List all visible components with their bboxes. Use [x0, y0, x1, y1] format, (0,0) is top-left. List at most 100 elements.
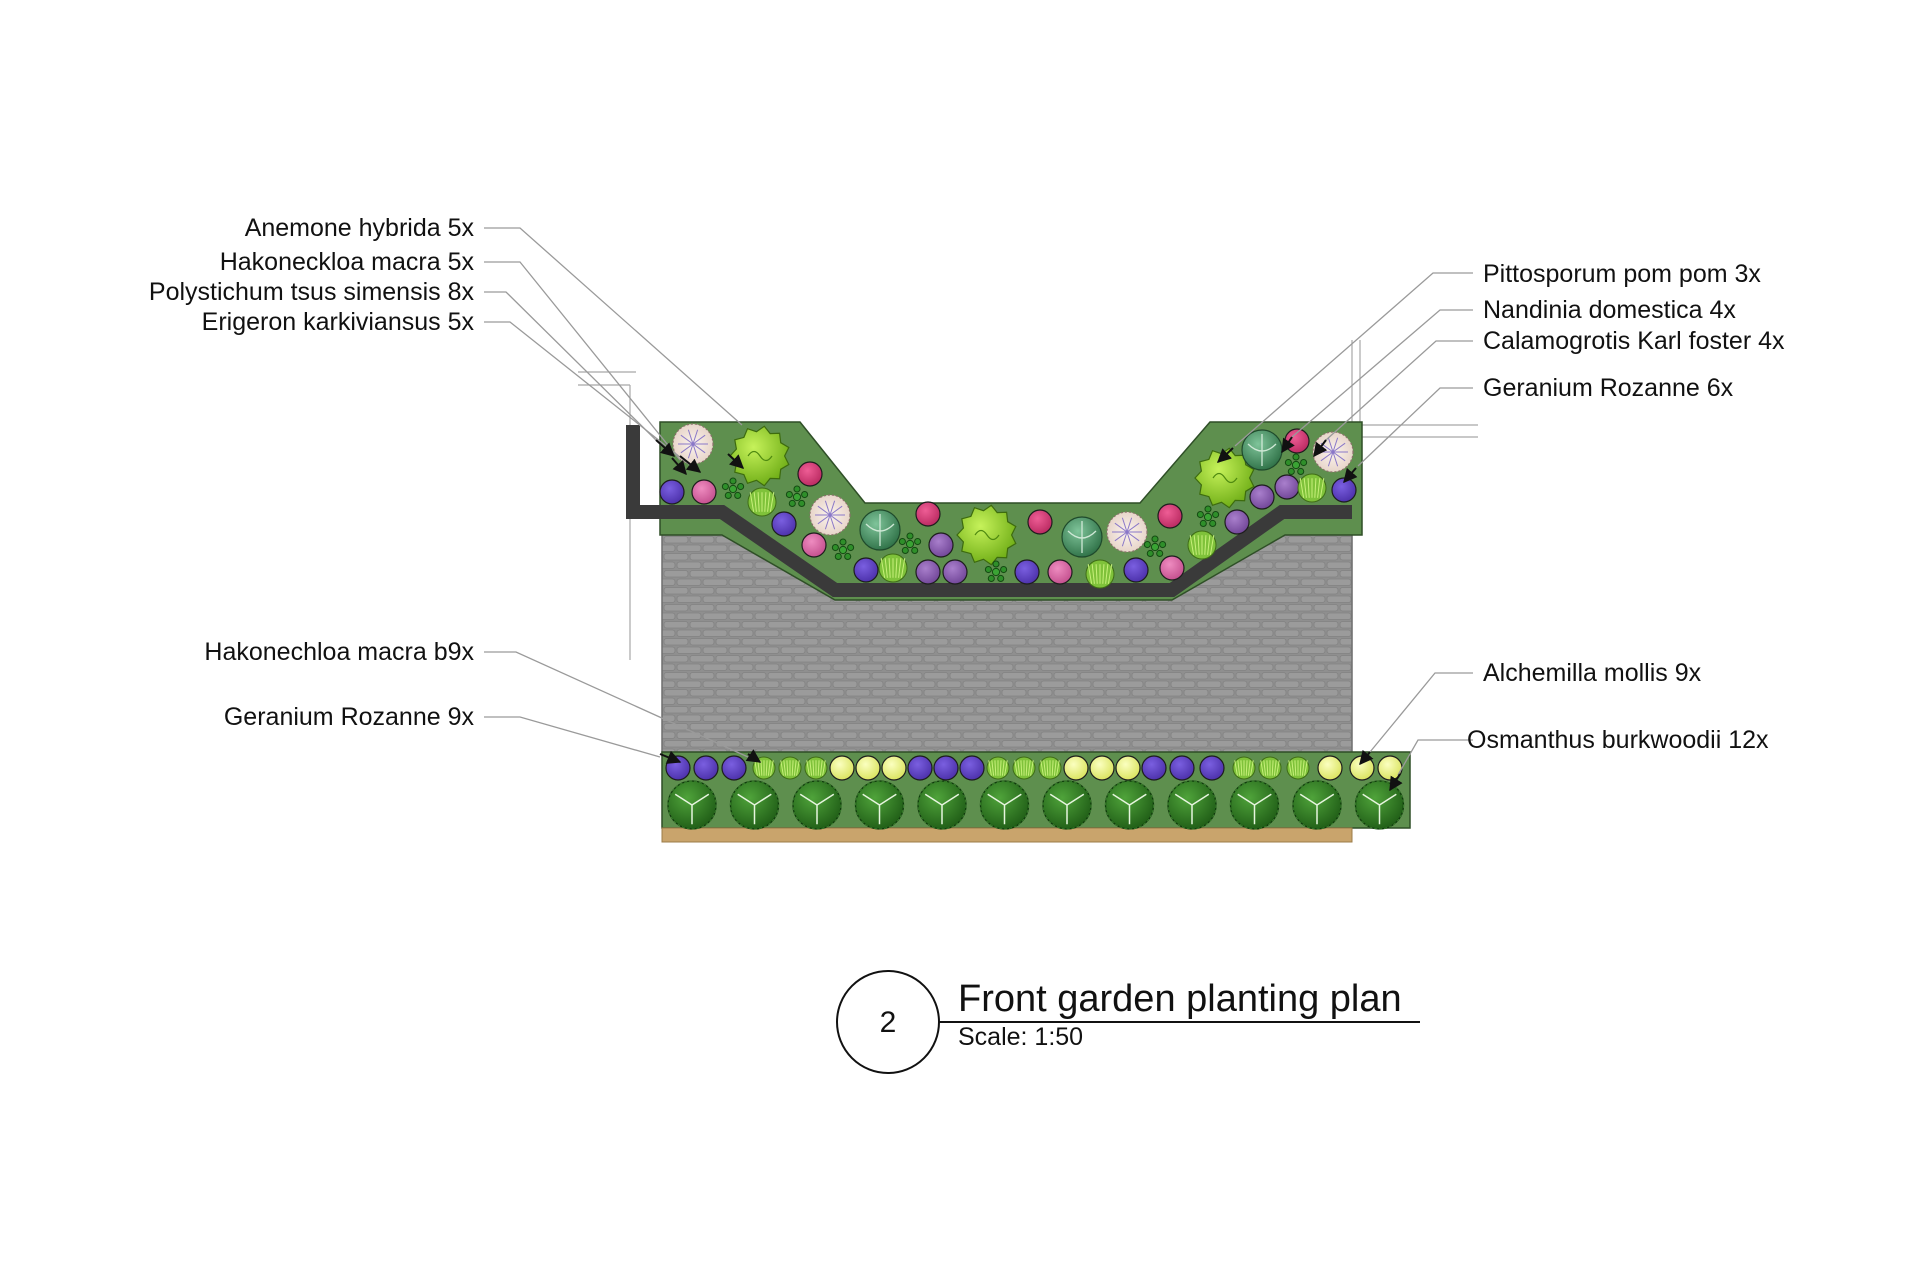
anemone-symbol	[809, 494, 851, 536]
grass-symbol	[1297, 473, 1327, 503]
upper-bed-plants	[659, 423, 1357, 589]
violet-symbol	[928, 532, 954, 558]
alchemilla-symbol	[1317, 755, 1343, 781]
drawing-title: Front garden planting plan	[958, 978, 1402, 1020]
grass-symbol	[804, 756, 828, 780]
osmanthus-symbol	[1167, 780, 1217, 830]
geranium-symbol	[665, 755, 691, 781]
osmanthus-symbol	[1292, 780, 1342, 830]
magenta-symbol	[1157, 503, 1183, 529]
grass-symbol	[778, 756, 802, 780]
grass-symbol	[1038, 756, 1062, 780]
polystichum-symbol	[831, 538, 855, 561]
polystichum-symbol	[1196, 505, 1220, 528]
polystichum-symbol	[1284, 453, 1308, 476]
magenta-symbol	[1027, 509, 1053, 535]
grass-symbol	[1258, 756, 1282, 780]
label-geranium-9x: Geranium Rozanne 9x	[224, 703, 475, 731]
geranium-symbol	[1123, 557, 1149, 583]
violet-symbol	[1224, 509, 1250, 535]
drawing-number: 2	[880, 1006, 897, 1039]
grass-symbol	[1286, 756, 1310, 780]
geranium-symbol	[721, 755, 747, 781]
osmanthus-symbol	[667, 780, 717, 830]
polystichum-symbol	[721, 477, 745, 500]
leader-lines	[484, 227, 1473, 792]
title-block: 2 Front garden planting plan Scale: 1:50	[836, 970, 1420, 1074]
sand-edging	[661, 827, 1353, 843]
alchemilla-symbol	[1115, 755, 1141, 781]
label-alchemilla: Alchemilla mollis 9x	[1483, 659, 1702, 687]
polystichum-symbol	[785, 485, 809, 508]
nandinia-symbol	[1241, 429, 1283, 471]
geranium-symbol	[933, 755, 959, 781]
label-hakoneckloa-macra: Hakoneckloa macra 5x	[220, 248, 475, 276]
magenta-symbol	[915, 501, 941, 527]
geranium-symbol	[1014, 559, 1040, 585]
retaining-wall	[626, 425, 1352, 597]
label-anemone-hybrida: Anemone hybrida 5x	[245, 214, 475, 242]
osmanthus-symbol	[1229, 780, 1280, 830]
lower-bed-plants	[665, 755, 1405, 830]
alchemilla-symbol	[829, 755, 855, 781]
grass-symbol	[1085, 559, 1115, 589]
grass-symbol	[1187, 530, 1217, 560]
anemone-symbol	[1106, 511, 1148, 553]
violet-symbol	[1249, 484, 1275, 510]
geranium-symbol	[659, 479, 685, 505]
osmanthus-symbol	[792, 780, 842, 830]
geranium-symbol	[1199, 755, 1225, 781]
label-geranium-6x: Geranium Rozanne 6x	[1483, 374, 1734, 402]
pittosporum-symbol	[956, 504, 1017, 566]
geranium-symbol	[853, 557, 879, 583]
osmanthus-symbol	[854, 780, 905, 830]
label-hakonechloa-b9x: Hakonechloa macra b9x	[204, 638, 474, 666]
osmanthus-symbol	[1042, 780, 1092, 830]
geranium-symbol	[959, 755, 985, 781]
geranium-symbol	[771, 511, 797, 537]
osmanthus-symbol	[1104, 780, 1155, 830]
grass-symbol	[1012, 756, 1036, 780]
label-calamogrotis: Calamogrotis Karl foster 4x	[1483, 327, 1785, 355]
alchemilla-symbol	[1349, 755, 1375, 781]
violet-symbol	[942, 559, 968, 585]
polystichum-symbol	[898, 532, 922, 555]
geranium-symbol	[1169, 755, 1195, 781]
grass-symbol	[1232, 756, 1256, 780]
alchemilla-symbol	[1089, 755, 1115, 781]
grass-symbol	[986, 756, 1010, 780]
geranium-symbol	[1141, 755, 1167, 781]
erigeron-symbol	[801, 532, 827, 558]
erigeron-symbol	[691, 479, 717, 505]
polystichum-symbol	[1143, 535, 1167, 558]
polystichum-symbol	[984, 560, 1008, 583]
osmanthus-symbol	[979, 780, 1030, 830]
magenta-symbol	[797, 461, 823, 487]
label-polystichum: Polystichum tsus simensis 8x	[149, 278, 475, 306]
osmanthus-symbol	[729, 780, 780, 830]
anemone-symbol	[672, 423, 714, 465]
label-pittosporum: Pittosporum pom pom 3x	[1483, 260, 1761, 288]
drawing-scale: Scale: 1:50	[958, 1023, 1083, 1051]
grass-symbol	[747, 487, 777, 517]
alchemilla-symbol	[855, 755, 881, 781]
grass-symbol	[878, 553, 908, 583]
geranium-symbol	[693, 755, 719, 781]
label-nandinia: Nandinia domestica 4x	[1483, 296, 1736, 324]
osmanthus-symbol	[917, 780, 967, 830]
pittosporum-symbol	[1194, 447, 1255, 509]
erigeron-symbol	[1047, 559, 1073, 585]
alchemilla-symbol	[1063, 755, 1089, 781]
geranium-symbol	[907, 755, 933, 781]
nandinia-symbol	[1061, 516, 1103, 558]
erigeron-symbol	[1159, 555, 1185, 581]
osmanthus-symbol	[1354, 780, 1405, 830]
violet-symbol	[915, 559, 941, 585]
violet-symbol	[1274, 474, 1300, 500]
nandinia-symbol	[859, 509, 901, 551]
anemone-symbol	[1312, 431, 1354, 473]
label-erigeron: Erigeron karkiviansus 5x	[202, 308, 475, 336]
label-osmanthus: Osmanthus burkwoodii 12x	[1467, 726, 1769, 754]
alchemilla-symbol	[881, 755, 907, 781]
